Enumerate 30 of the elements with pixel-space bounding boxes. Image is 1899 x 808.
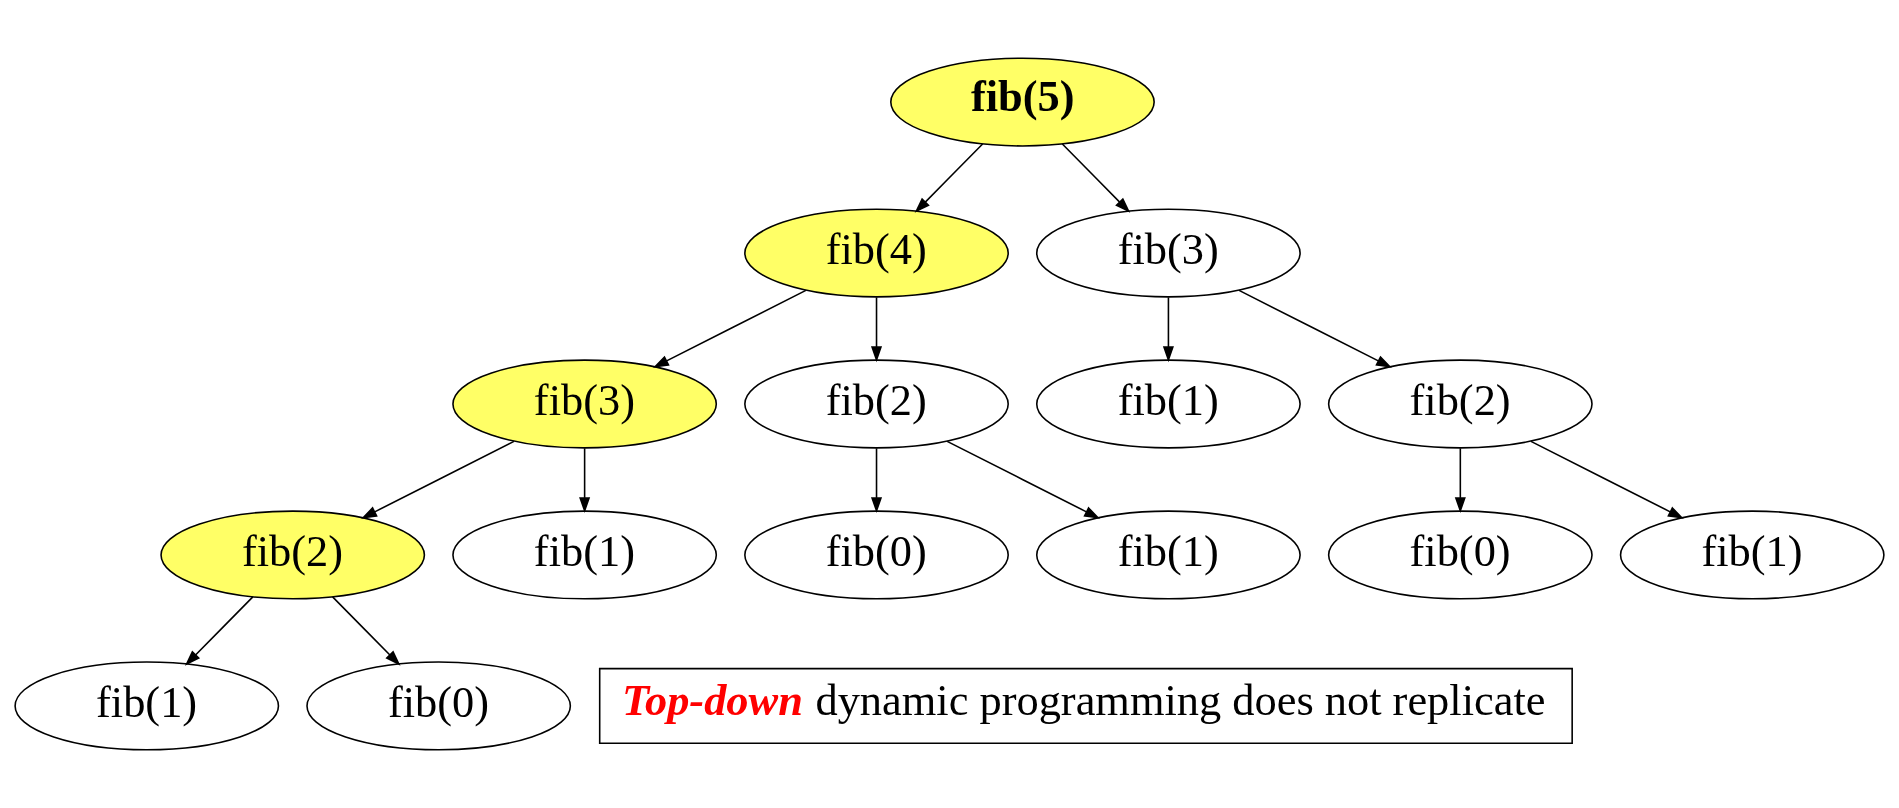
arrow (1454, 447, 1466, 514)
node-ellipse: fib(2) (1327, 359, 1593, 449)
node-ellipse: fib(1) (1035, 510, 1301, 600)
arrow (870, 296, 883, 363)
node-ellipse: fib(3) (1035, 208, 1301, 298)
node-ellipse: fib(1) (1619, 510, 1885, 600)
arrow (914, 143, 984, 213)
arrow (1061, 143, 1131, 213)
arrow (653, 289, 807, 368)
arrow (1162, 296, 1174, 363)
node-ellipse: fib(4) (744, 208, 1009, 298)
node-ellipse: fib(0) (306, 661, 572, 751)
node-ellipse: fib(5) (890, 57, 1155, 147)
arrow (870, 447, 883, 514)
node-ellipse: fib(1) (452, 510, 718, 600)
node-ellipse: fib(0) (744, 510, 1009, 600)
node-ellipse: fib(3) (452, 359, 718, 449)
arrow (1238, 289, 1392, 368)
node-ellipse: fib(2) (744, 359, 1009, 449)
arrow (184, 596, 254, 666)
node-ellipse: fib(0) (1327, 510, 1593, 600)
node-box: Top-down dynamic programming does not replicate (598, 667, 1573, 744)
node-ellipse: fib(2) (160, 510, 426, 600)
node-ellipse: fib(1) (14, 661, 280, 751)
arrow (946, 440, 1101, 519)
arrow (361, 440, 515, 519)
arrow (331, 596, 401, 666)
arrow (1530, 440, 1684, 519)
arrow (579, 447, 591, 514)
node-ellipse: fib(1) (1035, 359, 1301, 449)
